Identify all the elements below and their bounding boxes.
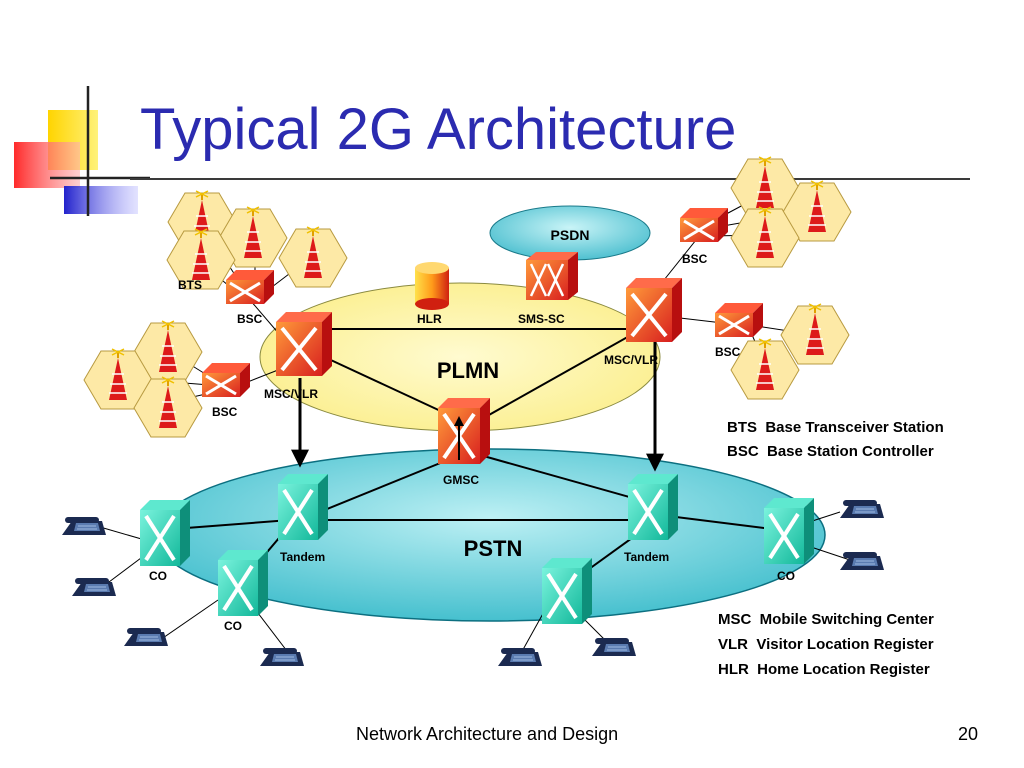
co-switch — [540, 556, 594, 626]
legend-hlr: HLR Home Location Register — [718, 661, 930, 678]
page-title: Typical 2G Architecture — [140, 97, 737, 162]
gmsc-label: GMSC — [443, 473, 479, 487]
bsc-label: BSC — [715, 345, 741, 359]
bsc-box — [224, 268, 276, 306]
sms-sc-server — [526, 252, 578, 300]
telephone-icon — [497, 647, 543, 667]
msc-vlr-label: MSC/VLR — [604, 353, 658, 367]
tandem-switch — [626, 472, 680, 542]
co-label: CO — [224, 619, 242, 633]
legend-bsc: BSC Base Station Controller — [727, 443, 934, 460]
co-label: CO — [777, 569, 795, 583]
telephone-icon — [259, 647, 305, 667]
legend-msc: MSC Mobile Switching Center — [718, 611, 934, 628]
bsc-label: BSC — [682, 252, 708, 266]
hlr-database — [415, 262, 449, 310]
telephone-icon — [839, 499, 885, 519]
msc-vlr-switch — [624, 276, 684, 344]
legend-bts: BTS Base Transceiver Station — [727, 419, 944, 436]
co-switch — [216, 548, 270, 618]
bsc-box — [713, 301, 765, 339]
telephone-icon — [591, 637, 637, 657]
co-label: CO — [149, 569, 167, 583]
bsc-label: BSC — [212, 405, 238, 419]
tandem-label: Tandem — [280, 550, 325, 564]
bts-cell — [278, 226, 348, 288]
msc-vlr-label: MSC/VLR — [264, 387, 318, 401]
bts-label: BTS — [178, 278, 202, 292]
bsc-box — [678, 206, 730, 244]
gmsc-switch — [438, 398, 490, 464]
bsc-label: BSC — [237, 312, 263, 326]
bsc-box — [200, 361, 252, 399]
telephone-icon — [71, 577, 117, 597]
psdn-label: PSDN — [551, 227, 590, 243]
pstn-label: PSTN — [464, 536, 523, 561]
page-number: 20 — [958, 724, 979, 744]
legend-vlr: VLR Visitor Location Register — [718, 636, 934, 653]
plmn-label: PLMN — [437, 358, 499, 383]
telephone-icon — [123, 627, 169, 647]
hlr-label: HLR — [417, 312, 442, 326]
title-underline — [130, 178, 970, 180]
corner-logo — [14, 86, 150, 216]
sms-sc-label: SMS-SC — [518, 312, 565, 326]
tandem-label: Tandem — [624, 550, 669, 564]
co-switch — [762, 496, 816, 566]
co-switch — [138, 498, 192, 568]
tandem-switch — [276, 472, 330, 542]
telephone-icon — [839, 551, 885, 571]
bts-cell — [780, 303, 850, 365]
msc-vlr-switch — [274, 310, 334, 378]
footer-text: Network Architecture and Design — [356, 724, 619, 744]
telephone-icon — [61, 516, 107, 536]
